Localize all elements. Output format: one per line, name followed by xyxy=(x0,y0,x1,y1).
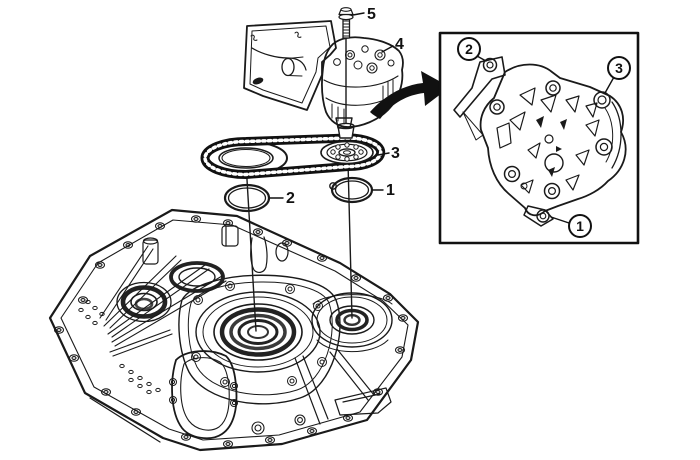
inset-callout-3: 3 xyxy=(604,56,631,94)
casting-texture xyxy=(78,299,161,395)
seal-front xyxy=(329,176,374,204)
case-outer-flange xyxy=(48,208,420,452)
callout-5: 5 xyxy=(352,6,376,23)
bottom-arch xyxy=(169,350,238,440)
inset-callout-1: 1 xyxy=(550,214,592,238)
callout-1: 1 xyxy=(372,182,395,199)
drive-chain-assembly xyxy=(200,122,386,179)
seal-rear xyxy=(223,183,271,213)
callout-2-label: 2 xyxy=(286,190,295,207)
inset-pump-view xyxy=(453,56,627,227)
callout-4-label: 4 xyxy=(395,36,404,53)
baffle-plate xyxy=(243,20,337,111)
detail-arrow xyxy=(370,71,450,119)
central-bore xyxy=(195,291,321,373)
drive-sprocket xyxy=(320,140,374,165)
inset-callout-1-label: 1 xyxy=(576,218,584,234)
callout-5-label: 5 xyxy=(367,6,376,23)
callout-4: 4 xyxy=(381,36,404,53)
callout-3-label: 3 xyxy=(391,145,400,162)
callout-1-label: 1 xyxy=(386,182,395,199)
transmission-case xyxy=(48,208,420,452)
oil-pump-assembly xyxy=(243,20,404,129)
inset-callout-2: 2 xyxy=(457,37,487,62)
chain-links xyxy=(203,136,383,177)
pump-bolt xyxy=(338,7,354,39)
lower-right-details xyxy=(251,348,392,435)
callout-2: 2 xyxy=(269,190,295,207)
inset-box: 2 3 1 xyxy=(438,31,640,245)
left-bore-rings xyxy=(116,261,225,323)
flange-bolt-holes xyxy=(53,215,409,448)
centerline-right-lower xyxy=(347,161,353,319)
case-skirt xyxy=(84,359,412,451)
callout-3: 3 xyxy=(377,145,400,162)
inset-callout-2-label: 2 xyxy=(465,41,473,57)
bell-housing-rim xyxy=(178,274,341,405)
top-fittings xyxy=(142,225,289,273)
main-callouts: 5 4 3 1 2 xyxy=(269,6,404,207)
inset-callout-3-label: 3 xyxy=(615,60,623,76)
pump-body xyxy=(321,36,404,129)
rib-fan xyxy=(99,245,227,357)
